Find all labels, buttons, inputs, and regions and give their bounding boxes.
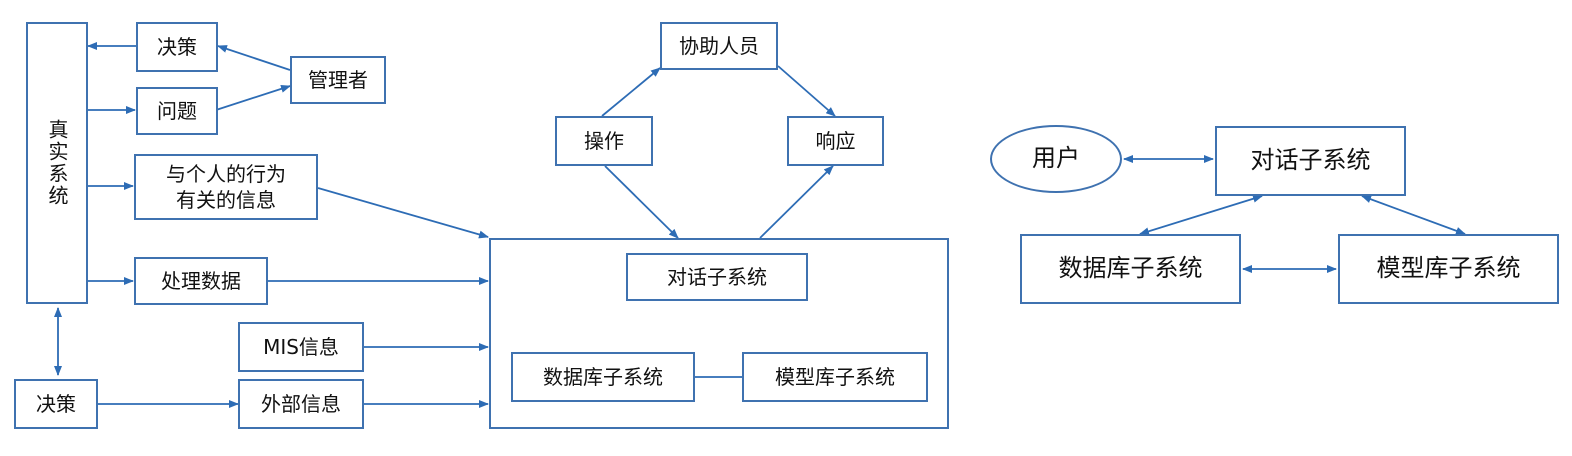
mis-info-box: MIS信息 bbox=[238, 322, 364, 372]
arrow-operate-to-helper bbox=[601, 67, 661, 117]
right-dialog-label: 对话子系统 bbox=[1250, 146, 1371, 175]
middle-model-box: 模型库子系统 bbox=[742, 352, 928, 402]
middle-database-box: 数据库子系统 bbox=[511, 352, 695, 402]
process-data-label: 处理数据 bbox=[161, 269, 241, 293]
personal-behavior-info-box: 与个人的行为 有关的信息 bbox=[134, 154, 318, 220]
personal-info-line1: 与个人的行为 bbox=[166, 162, 286, 186]
decision-top-label: 决策 bbox=[157, 35, 197, 59]
helper-box: 协助人员 bbox=[660, 22, 778, 70]
right-model-box: 模型库子系统 bbox=[1338, 234, 1559, 304]
middle-model-label: 模型库子系统 bbox=[775, 365, 895, 389]
middle-dialog-box: 对话子系统 bbox=[626, 253, 808, 301]
external-info-box: 外部信息 bbox=[238, 379, 364, 429]
user-label: 用户 bbox=[1032, 144, 1080, 173]
decision-bottom-box: 决策 bbox=[14, 379, 98, 429]
operate-box: 操作 bbox=[555, 116, 653, 166]
respond-label: 响应 bbox=[815, 129, 856, 153]
problem-label: 问题 bbox=[157, 99, 197, 123]
external-info-label: 外部信息 bbox=[261, 392, 341, 416]
manager-box: 管理者 bbox=[290, 56, 386, 104]
right-database-box: 数据库子系统 bbox=[1020, 234, 1241, 304]
arrow-dialog-database-bidirectional bbox=[1139, 194, 1263, 236]
user-ellipse: 用户 bbox=[990, 125, 1122, 193]
real-system-label: 真实系统 bbox=[45, 119, 69, 207]
personal-info-line2: 有关的信息 bbox=[176, 188, 276, 212]
right-database-label: 数据库子系统 bbox=[1058, 254, 1203, 283]
operate-label: 操作 bbox=[584, 129, 624, 153]
arrow-manager-to-decision bbox=[217, 45, 291, 71]
mis-info-label: MIS信息 bbox=[263, 335, 339, 359]
middle-dialog-label: 对话子系统 bbox=[667, 265, 767, 289]
decision-top-box: 决策 bbox=[136, 22, 218, 72]
respond-box: 响应 bbox=[787, 116, 884, 166]
decision-bottom-label: 决策 bbox=[36, 392, 76, 416]
arrow-personal-info-to-frame bbox=[317, 187, 489, 239]
right-dialog-box: 对话子系统 bbox=[1215, 126, 1406, 196]
middle-database-label: 数据库子系统 bbox=[543, 365, 663, 389]
helper-label: 协助人员 bbox=[679, 34, 759, 58]
process-data-box: 处理数据 bbox=[134, 257, 268, 305]
arrow-dialog-model-bidirectional bbox=[1361, 195, 1466, 235]
line-problem-to-manager bbox=[215, 84, 291, 111]
arrow-operate-to-frame bbox=[604, 165, 679, 239]
manager-label: 管理者 bbox=[308, 68, 368, 92]
arrow-frame-to-respond bbox=[759, 165, 834, 239]
real-system-box: 真实系统 bbox=[26, 22, 88, 304]
problem-box: 问题 bbox=[136, 87, 218, 135]
arrow-helper-to-respond bbox=[777, 65, 836, 117]
right-model-label: 模型库子系统 bbox=[1376, 254, 1521, 283]
dss-frame bbox=[489, 238, 949, 429]
